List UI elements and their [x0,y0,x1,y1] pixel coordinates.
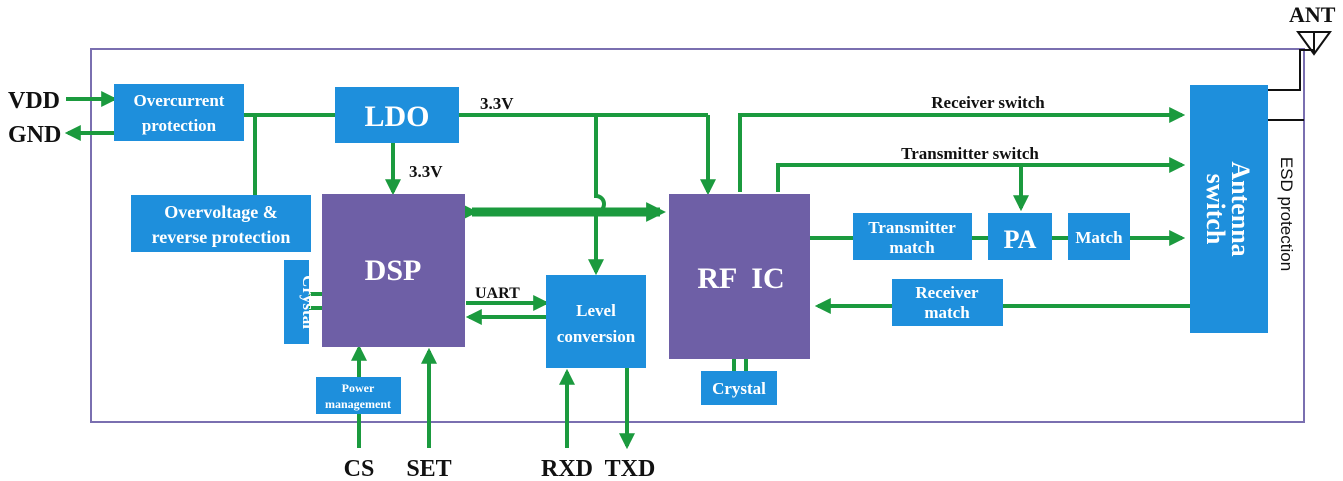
ldo-label: LDO [364,100,429,133]
dsp-label: DSP [365,254,422,287]
rf-ic-label: RF IC [697,262,784,295]
overvoltage-label-line1: Overvoltage & [164,202,277,222]
receiver-match-label-line2: match [924,303,970,322]
ldo-block: LDO [335,87,459,143]
match-label: Match [1075,228,1123,247]
transmitter-switch-label: Transmitter switch [901,144,1039,163]
antenna-switch-block: Antenna switch [1190,85,1268,333]
power-management-label-line2: management [325,397,391,411]
pa-block: PA [988,213,1052,260]
power-management-label-line1: Power [342,381,375,395]
overcurrent-label-line1: Overcurrent [134,91,225,110]
antenna-switch-label-line2: switch [1201,174,1230,245]
dsp-block: DSP [322,194,465,347]
antenna-icon [1268,31,1332,91]
connection-wires [64,91,1190,450]
overcurrent-label-line2: protection [142,116,217,135]
set-label: SET [406,456,451,481]
transmitter-match-label-line2: match [889,238,935,257]
esd-protection-label: ESD protection [1277,157,1296,271]
level-conversion-label-line1: Level [576,301,616,320]
receiver-match-label-line1: Receiver [915,283,979,302]
transmitter-match-label-line1: Transmitter [868,218,956,237]
receiver-match-block: Receiver match [892,279,1003,326]
ant-label: ANT [1289,2,1336,27]
antenna-switch-label-line1: Antenna [1226,161,1255,256]
overcurrent-protection-block: Overcurrent protection [114,84,244,141]
dsp-crystal-block: Crystal [284,260,318,344]
overvoltage-label-line2: reverse protection [152,227,291,247]
pa-label: PA [1004,225,1037,254]
dsp-crystal-label: Crystal [299,275,318,329]
txd-label: TXD [605,456,656,481]
module-frame [90,48,1305,423]
level-conversion-label-line2: conversion [557,327,636,346]
power-management-block: Power management [316,377,401,414]
rf-crystal-label: Crystal [712,379,766,398]
v33-dsp-label: 3.3V [409,162,443,181]
uart-label: UART [475,285,520,302]
vdd-label: VDD [8,88,60,114]
receiver-switch-label: Receiver switch [931,93,1045,112]
v33-rail-label: 3.3V [480,94,514,113]
rf-crystal-block: Crystal [701,371,777,405]
rxd-label: RXD [541,456,593,481]
level-conversion-block: Level conversion [546,275,646,368]
rf-ic-block: RF IC [669,194,810,359]
cs-label: CS [344,456,375,481]
transmitter-match-block: Transmitter match [853,213,972,260]
gnd-label: GND [8,122,61,148]
match-block: Match [1068,213,1130,260]
overvoltage-protection-block: Overvoltage & reverse protection [131,195,311,252]
